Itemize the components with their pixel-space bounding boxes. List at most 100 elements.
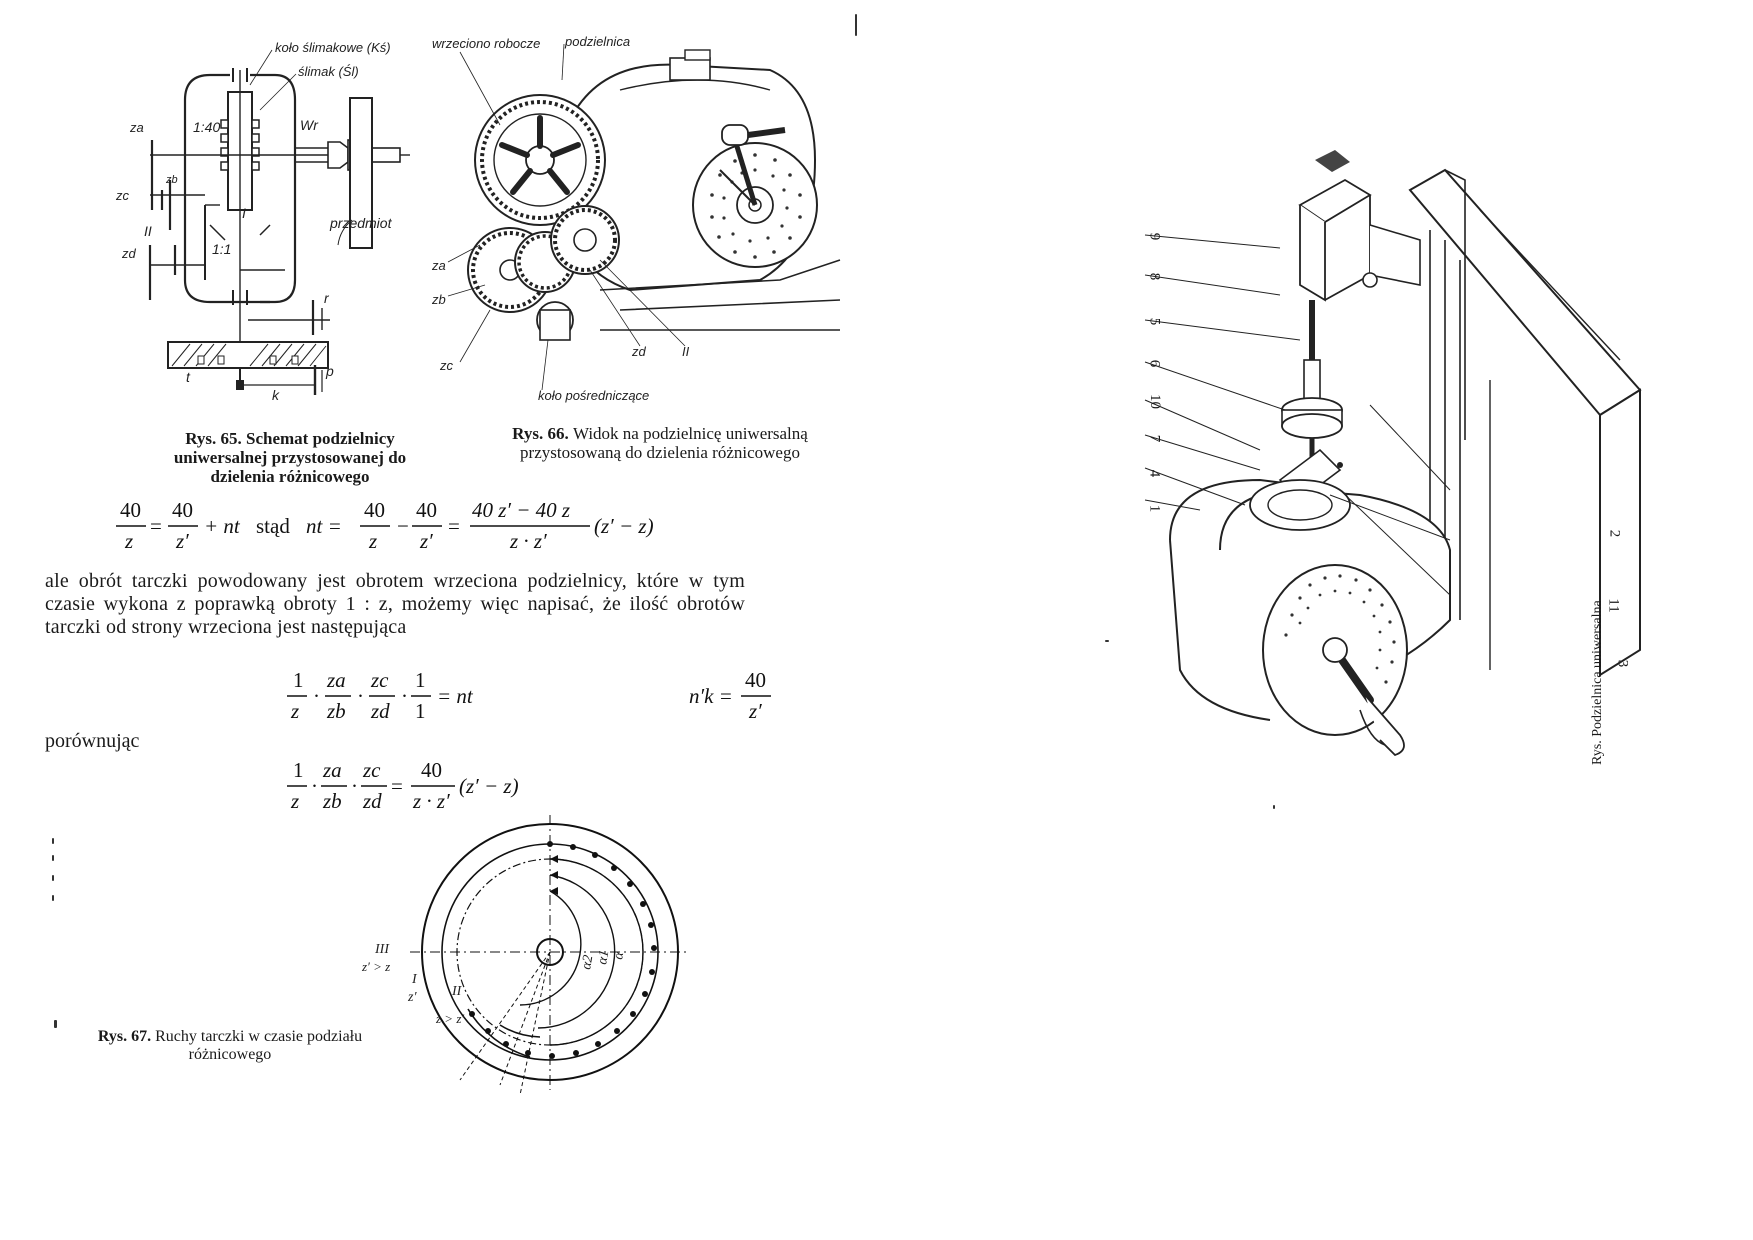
eq1-nt-eq: nt =	[306, 514, 342, 538]
eq3-den: z · z′	[412, 789, 450, 813]
body-paragraph: ale obrót tarczki powodowany jest obrote…	[45, 570, 745, 638]
scan-mark	[52, 895, 54, 901]
fig66-caption-text: Widok na podzielnicę uniwersalną przysto…	[520, 424, 808, 462]
eq3-den-z: z	[290, 789, 299, 813]
eq2-nk-den: z′	[748, 699, 762, 723]
label-alpha1: α1	[595, 949, 612, 966]
fig65-schematic: koło ślimakowe (Kś) ślimak (Śl) 1:40 1:1…	[115, 40, 410, 403]
label-wrzeciono: wrzeciono robocze	[432, 36, 540, 51]
fig-right-number-6: 6	[1146, 359, 1163, 368]
svg-text:−: −	[397, 514, 409, 538]
label-iii: III	[374, 942, 390, 957]
label-kolo-slimakowe: koło ślimakowe (Kś)	[275, 40, 391, 55]
fig-right-number-7: 7	[1146, 434, 1163, 443]
eq3-den-zb: zb	[322, 789, 342, 813]
eq3-num-za: za	[322, 758, 342, 782]
eq1-den-big: z · z′	[509, 529, 547, 553]
eq3-den-zd: zd	[362, 789, 382, 813]
fig-right-number-11: 11	[1605, 598, 1622, 613]
label-wr: Wr	[300, 117, 319, 133]
label-k: k	[272, 387, 280, 403]
scan-mark	[54, 1020, 57, 1028]
label-slimak: ślimak (Śl)	[298, 64, 359, 79]
label-fig66-za: za	[431, 258, 446, 273]
label-ratio-1-1: 1:1	[212, 241, 231, 257]
svg-text:·: ·	[401, 684, 408, 708]
equation-1: 40 z = 40 z′ + nt stąd nt = 40 z − 40 z′…	[116, 498, 654, 553]
eq2-num-za: za	[326, 668, 346, 692]
eq2-den-1: 1	[415, 699, 426, 723]
eq1-den-z-a: z	[124, 529, 133, 553]
fig-right-number-3: 3	[1614, 659, 1631, 668]
eq1-num-40-b: 40	[172, 498, 193, 522]
label-ratio-1-40: 1:40	[193, 119, 220, 135]
scan-mark	[52, 875, 54, 881]
label-i: I	[242, 205, 246, 221]
fig66-illustration: wrzeciono robocze podzielnica za zb zc z…	[431, 34, 841, 403]
svg-text:·: ·	[311, 774, 318, 798]
svg-text:·: ·	[357, 684, 364, 708]
eq2-rhs: = nt	[437, 684, 474, 708]
label-p: p	[325, 363, 334, 379]
fig-right-number-10: 10	[1147, 394, 1163, 409]
svg-text:·: ·	[313, 684, 320, 708]
fig-right-number-5: 5	[1146, 317, 1163, 326]
label-fig66-zc: zc	[439, 358, 454, 373]
eq2-nk-num: 40	[745, 668, 766, 692]
eq2-num-1: 1	[293, 668, 304, 692]
eq1-num-40-c: 40	[364, 498, 385, 522]
eq3-tail: (z′ − z)	[459, 774, 519, 798]
fig66-caption: Rys. 66. Widok na podzielnicę uniwersaln…	[510, 424, 810, 462]
label-alpha2: α2	[579, 954, 596, 971]
label-fig66-ii: II	[682, 344, 690, 359]
label-za: za	[129, 120, 144, 135]
label-fig66-zb: zb	[431, 292, 446, 307]
fig65-caption: Rys. 65. Schemat podzielnicy uniwersalne…	[140, 429, 440, 486]
fig-right-number-2: 2	[1606, 529, 1623, 538]
label-t: t	[186, 369, 191, 385]
eq2-den-zd: zd	[370, 699, 390, 723]
fig-right-illustration	[1144, 150, 1642, 757]
eq3-num-zc: zc	[362, 758, 381, 782]
eq1-den-zprime-b: z′	[419, 529, 433, 553]
svg-text:=: =	[150, 514, 162, 538]
label-fig66-zd: zd	[631, 344, 647, 359]
label-zd: zd	[121, 246, 137, 261]
fig67-diagram: α α1 α2 III z′ > z I z′ II z > z′	[361, 815, 690, 1096]
eq2-num-zc: zc	[370, 668, 389, 692]
svg-text:·: ·	[351, 774, 358, 798]
label-zc: zc	[115, 188, 130, 203]
fig-right-number-4: 4	[1146, 469, 1163, 478]
eq1-den-z-b: z	[368, 529, 377, 553]
scan-mark	[1105, 640, 1109, 642]
label-ii: II	[144, 223, 152, 239]
porownujac-text: porównując	[45, 730, 140, 752]
eq1-num-big: 40 z′ − 40 z	[472, 498, 570, 522]
fig-right-number-8: 8	[1146, 272, 1163, 281]
eq1-den-zprime-a: z′	[175, 529, 189, 553]
fig67-caption: Rys. 67. Ruchy tarczki w czasie podziału…	[95, 1028, 365, 1064]
scan-mark	[52, 855, 54, 861]
eq2-den-z: z	[290, 699, 299, 723]
fig-right-number-9: 9	[1146, 232, 1163, 241]
eq1-num-40-d: 40	[416, 498, 437, 522]
label-zprime: z′	[407, 990, 417, 1005]
svg-text:=: =	[391, 774, 403, 798]
equation-2: 1 z · za zb · zc zd · 1 1 = nt n′k = 40 …	[287, 668, 771, 723]
eq1-plus-nt: + nt	[204, 514, 241, 538]
eq1-num-40-a: 40	[120, 498, 141, 522]
eq2-nk: n′k =	[689, 684, 733, 708]
eq1-stad: stąd	[256, 514, 290, 538]
label-alpha: α	[611, 950, 627, 960]
eq2-num-1-b: 1	[415, 668, 426, 692]
label-ii: II	[451, 984, 463, 999]
eq2-den-zb: zb	[326, 699, 346, 723]
fig67-caption-number: Rys. 67.	[97, 1028, 152, 1045]
scan-mark	[855, 14, 857, 36]
label-zprime-gt-z: z′ > z	[361, 959, 390, 974]
fig66-caption-number: Rys. 66.	[512, 424, 569, 443]
label-kolo-posredniczace: koło pośredniczące	[538, 388, 649, 403]
label-zb: zb	[165, 174, 178, 186]
fig65-caption-text: Schemat podzielnicy uniwersalnej przysto…	[173, 429, 407, 486]
eq3-num-1: 1	[293, 758, 304, 782]
